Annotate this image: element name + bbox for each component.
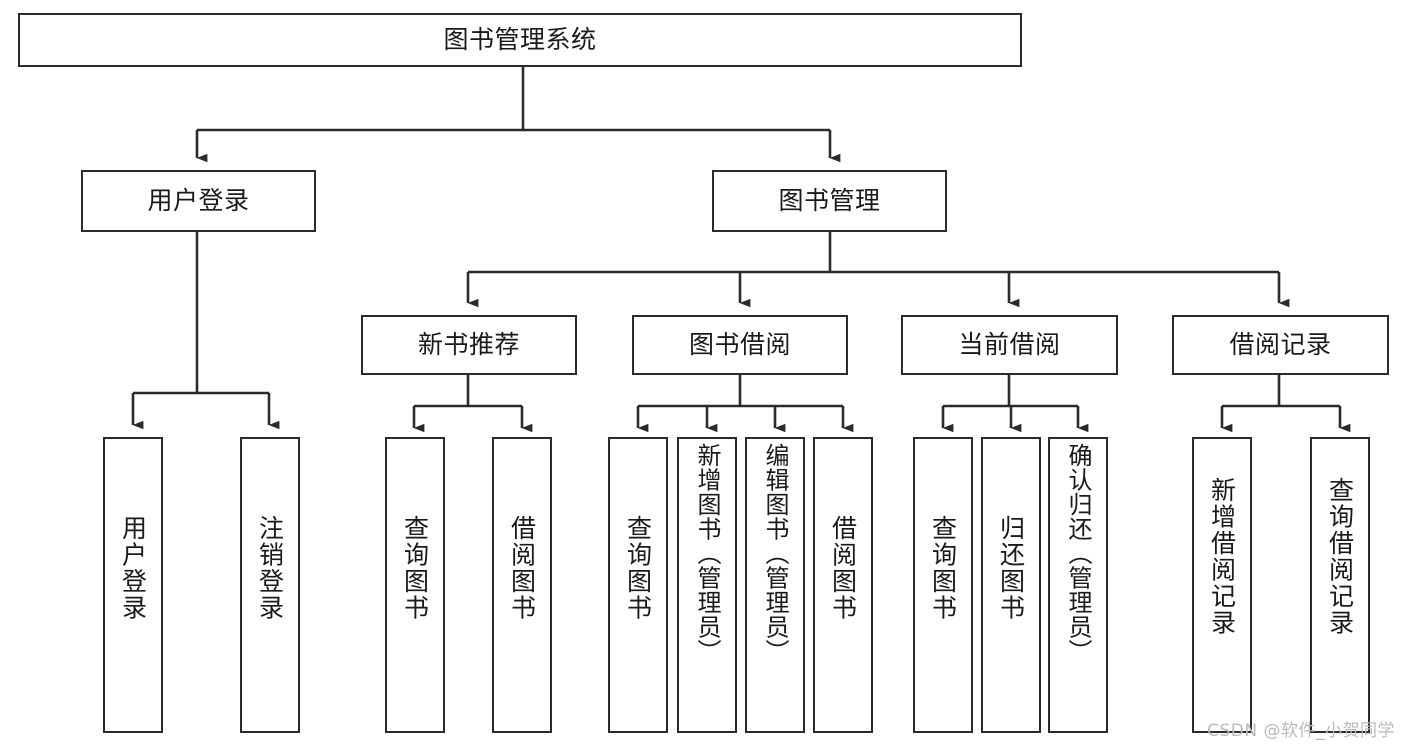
leaf-borrow-book-2[interactable]: 借阅图书 [813, 437, 873, 733]
node-label: 归还图书 [996, 515, 1026, 621]
node-new-book-recommend[interactable]: 新书推荐 [361, 315, 577, 375]
node-label: 查询图书 [400, 515, 430, 621]
edges-borrowrecord-to-leaves [1220, 375, 1351, 433]
node-label: 借阅记录 [1229, 330, 1332, 359]
node-root-system[interactable]: 图书管理系统 [18, 13, 1022, 67]
node-label: 编辑图书（管理员） [761, 443, 789, 664]
node-label: 查询图书 [623, 515, 653, 621]
node-label: 查询图书 [928, 515, 958, 621]
node-label: 注销登录 [255, 515, 285, 621]
node-label: 当前借阅 [958, 330, 1061, 359]
leaf-add-book[interactable]: 新增图书（管理员） [677, 437, 737, 733]
node-label: 借阅图书 [828, 515, 858, 621]
node-user-login[interactable]: 用户登录 [81, 170, 316, 232]
leaf-query-book-3[interactable]: 查询图书 [913, 437, 973, 733]
edges-currentborrow-to-leaves [941, 375, 1089, 433]
leaf-edit-book[interactable]: 编辑图书（管理员） [745, 437, 805, 733]
leaf-confirm-return[interactable]: 确认归还（管理员） [1048, 437, 1108, 733]
node-book-borrow[interactable]: 图书借阅 [632, 315, 848, 375]
node-label: 查询借阅记录 [1325, 477, 1355, 636]
node-borrow-record[interactable]: 借阅记录 [1172, 315, 1389, 375]
node-label: 用户登录 [118, 515, 148, 621]
node-label: 新增图书（管理员） [693, 443, 721, 664]
node-label: 借阅图书 [507, 515, 537, 621]
edges-root-to-level2 [195, 67, 841, 163]
node-label: 用户登录 [147, 186, 250, 215]
edges-bookmanage-to-level3 [466, 232, 1290, 308]
node-book-manage[interactable]: 图书管理 [712, 170, 947, 232]
csdn-watermark: CSDN @软件_小贺同学 [1207, 721, 1395, 741]
leaf-user-login[interactable]: 用户登录 [103, 437, 163, 733]
node-label: 图书管理系统 [443, 25, 597, 54]
leaf-borrow-book-1[interactable]: 借阅图书 [492, 437, 552, 733]
node-label: 新增借阅记录 [1207, 477, 1237, 636]
node-label: 图书借阅 [688, 330, 791, 359]
edges-userlogin-to-leaves [131, 232, 280, 430]
leaf-query-book-2[interactable]: 查询图书 [608, 437, 668, 733]
leaf-return-book[interactable]: 归还图书 [981, 437, 1041, 733]
edges-newbook-to-leaves [412, 375, 533, 433]
leaf-query-record[interactable]: 查询借阅记录 [1310, 437, 1370, 733]
node-label: 确认归还（管理员） [1064, 443, 1092, 664]
node-label: 新书推荐 [417, 330, 520, 359]
leaf-logout-login[interactable]: 注销登录 [240, 437, 300, 733]
edges-bookborrow-to-leaves [636, 375, 854, 433]
node-current-borrow[interactable]: 当前借阅 [901, 315, 1118, 375]
leaf-query-book-1[interactable]: 查询图书 [385, 437, 445, 733]
node-label: 图书管理 [778, 186, 881, 215]
leaf-add-record[interactable]: 新增借阅记录 [1192, 437, 1252, 733]
